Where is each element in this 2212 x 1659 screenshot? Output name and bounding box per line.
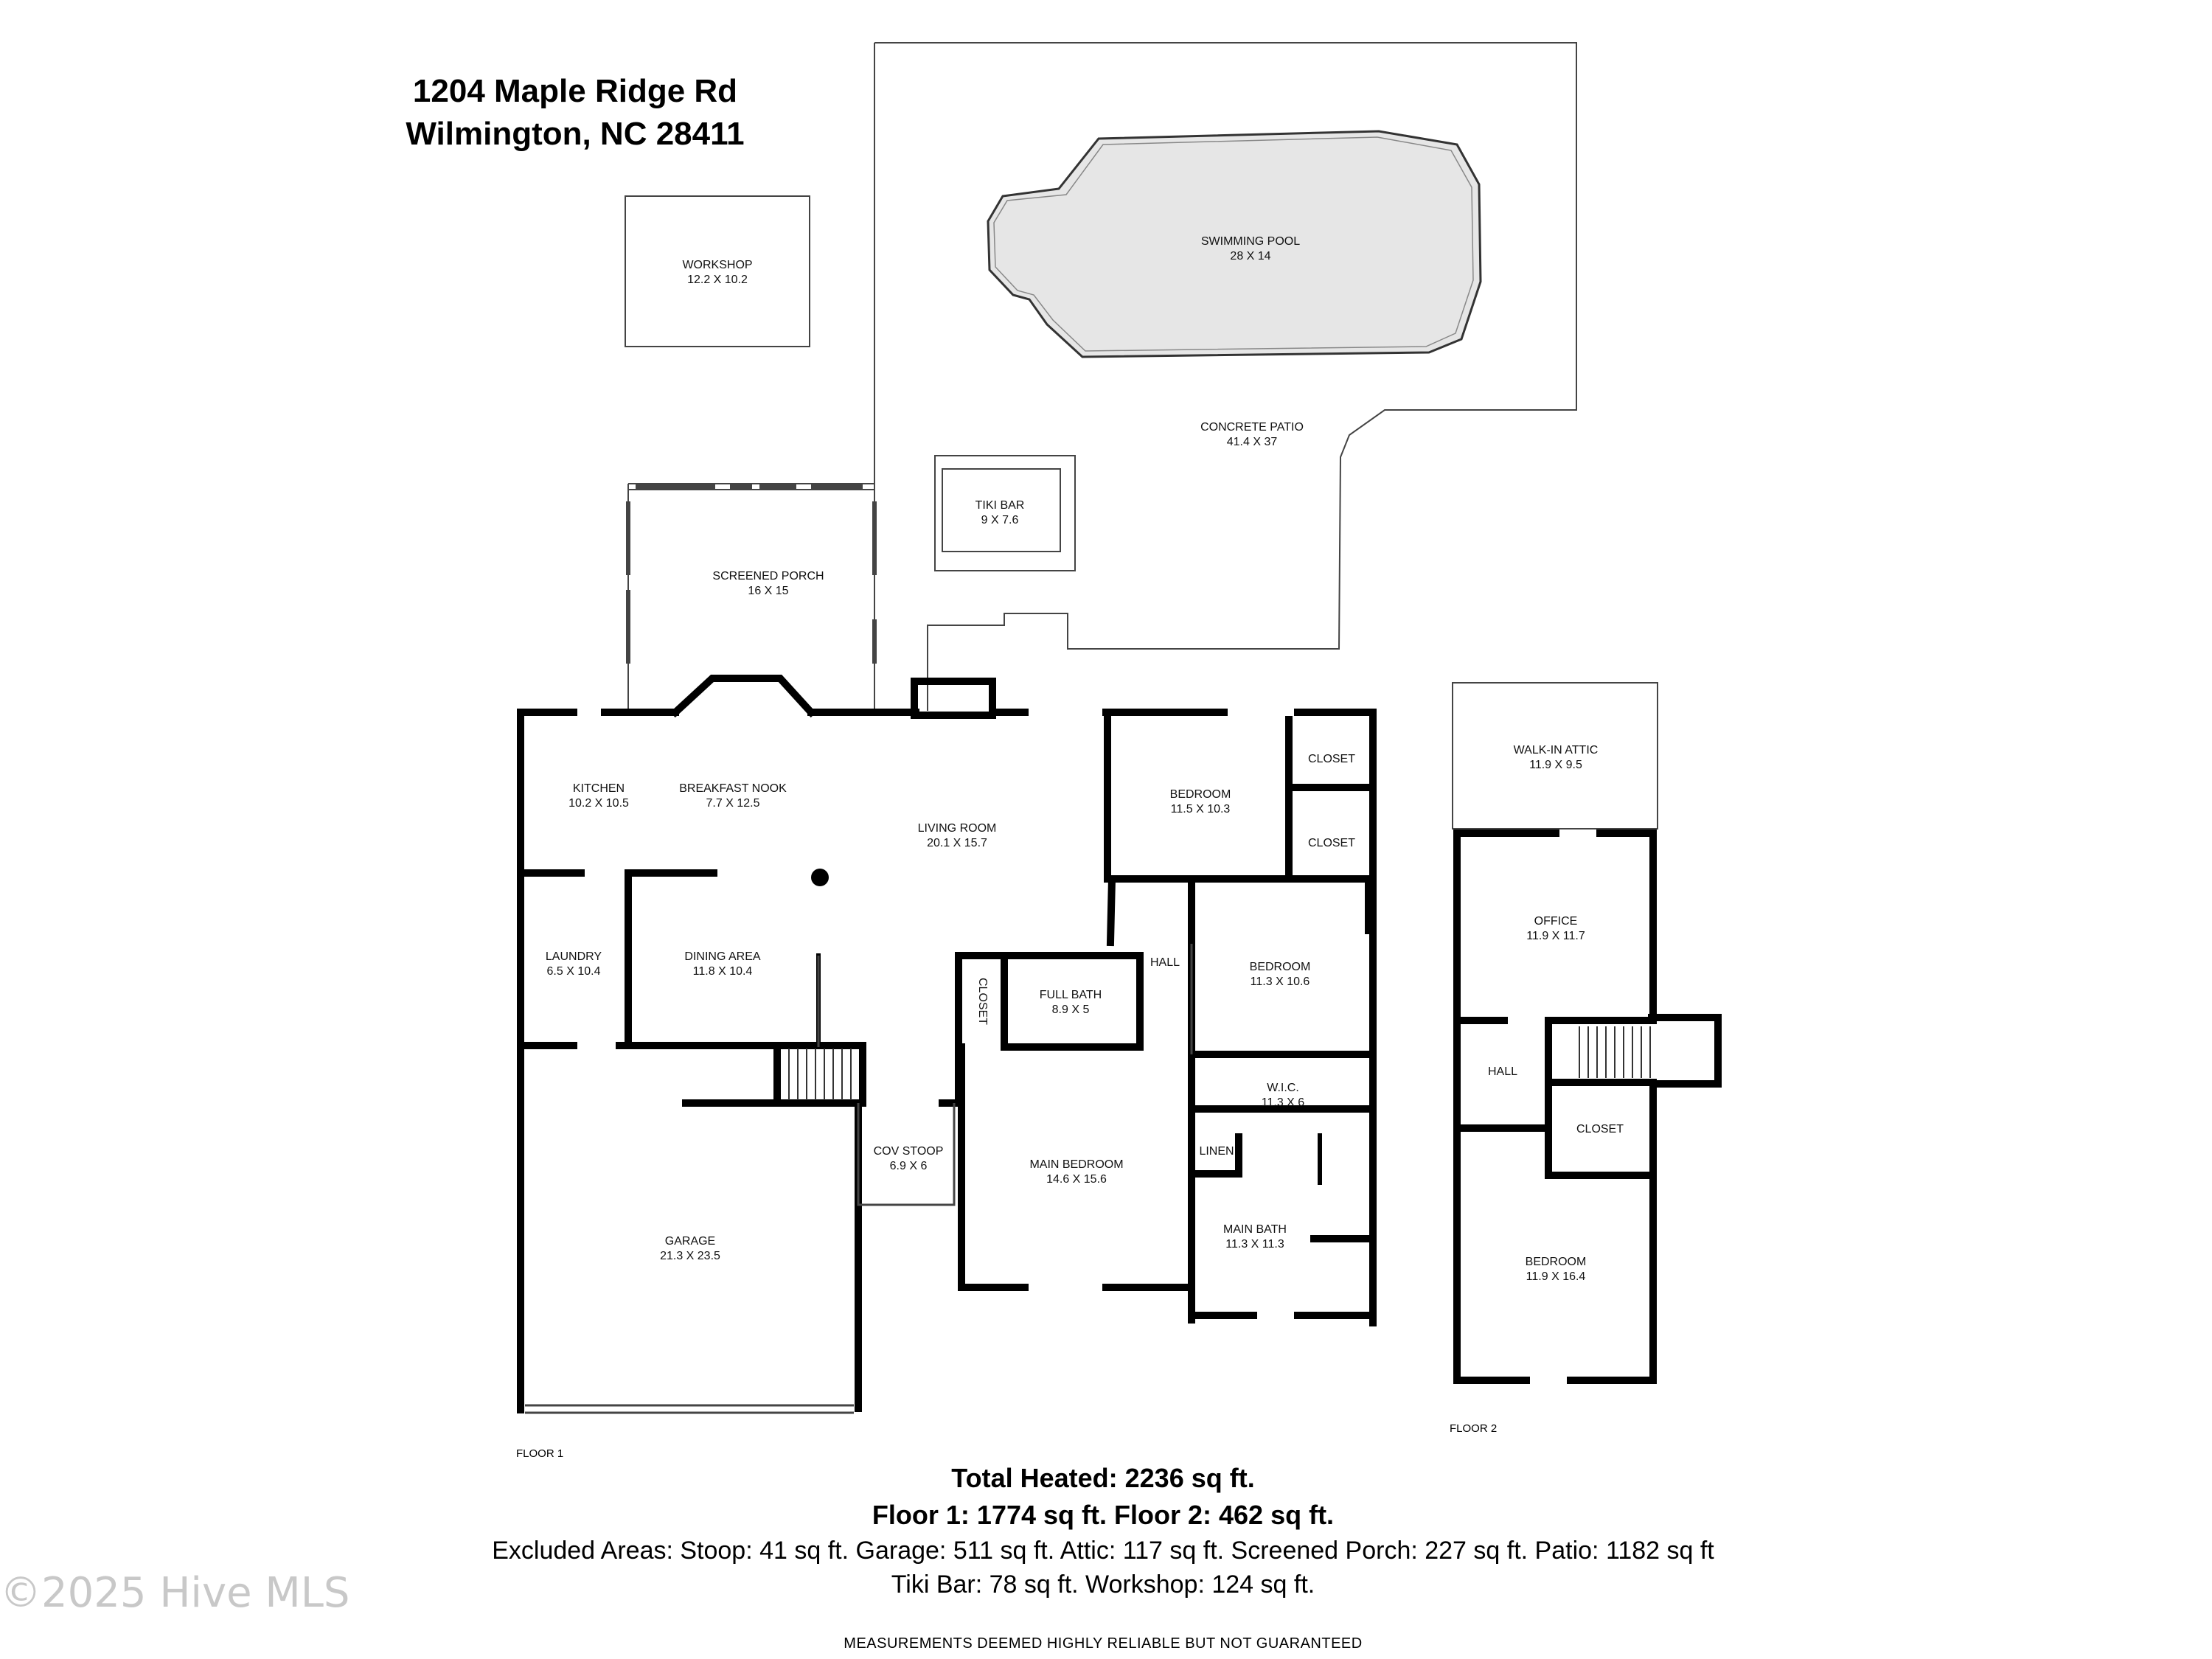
closet1-name: CLOSET	[1308, 753, 1355, 765]
floor-areas: Floor 1: 1774 sq ft. Floor 2: 462 sq ft.	[872, 1500, 1335, 1530]
copyright-watermark: ©2025 Hive MLS	[0, 1569, 350, 1617]
closet3-name: CLOSET	[976, 978, 989, 1025]
mainbath-name: MAIN BATH	[1223, 1223, 1287, 1236]
workshop-name: WORKSHOP	[682, 259, 752, 271]
fullbath-name: FULL BATH	[1040, 989, 1102, 1001]
workshop-outline	[625, 195, 810, 347]
linen-name: LINEN	[1199, 1145, 1234, 1158]
disclaimer: MEASUREMENTS DEEMED HIGHLY RELIABLE BUT …	[844, 1635, 1363, 1652]
bedroom3-dims: 11.9 X 16.4	[1526, 1270, 1586, 1283]
bedroom1-dims: 11.5 X 10.3	[1171, 803, 1231, 815]
support-column	[811, 869, 829, 886]
bedroom2-name: BEDROOM	[1250, 961, 1311, 973]
mainbed-name: MAIN BEDROOM	[1029, 1158, 1123, 1171]
dining-dims: 11.8 X 10.4	[693, 965, 753, 978]
garage-name: GARAGE	[665, 1235, 715, 1248]
pool-dims: 28 X 14	[1230, 250, 1270, 262]
pool-name: SWIMMING POOL	[1201, 235, 1300, 248]
dining-name: DINING AREA	[684, 950, 760, 963]
attic-name: WALK-IN ATTIC	[1514, 744, 1599, 757]
closet2-name: CLOSET	[1308, 837, 1355, 849]
wic-dims: 11.3 X 6	[1262, 1096, 1305, 1109]
fullbath-dims: 8.9 X 5	[1052, 1004, 1090, 1016]
living-name: LIVING ROOM	[918, 822, 997, 835]
mainbed-dims: 14.6 X 15.6	[1046, 1173, 1107, 1186]
bedroom3-name: BEDROOM	[1526, 1256, 1587, 1268]
attic-dims: 11.9 X 9.5	[1529, 759, 1582, 771]
address-line-2: Wilmington, NC 28411	[406, 116, 745, 152]
outdoor-outlines	[625, 42, 1577, 711]
stoop-name: COV STOOP	[874, 1145, 944, 1158]
workshop-dims: 12.2 X 10.2	[687, 274, 748, 286]
hall2-name: HALL	[1488, 1065, 1517, 1078]
pool-shape	[987, 130, 1482, 358]
tiki-dims: 9 X 7.6	[981, 514, 1019, 526]
nook-name: BREAKFAST NOOK	[679, 782, 787, 795]
hall1-name: HALL	[1150, 956, 1180, 969]
floor1-walls	[517, 675, 1377, 1413]
tiki-name: TIKI BAR	[975, 499, 1025, 512]
office-dims: 11.9 X 11.7	[1526, 930, 1585, 942]
room-labels: WORKSHOP 12.2 X 10.2 SWIMMING POOL 28 X …	[546, 235, 1624, 1283]
excluded-areas: Excluded Areas: Stoop: 41 sq ft. Garage:…	[492, 1537, 1714, 1565]
porch-dims: 16 X 15	[748, 585, 788, 597]
wic-name: W.I.C.	[1267, 1082, 1299, 1094]
excluded-areas-2: Tiki Bar: 78 sq ft. Workshop: 124 sq ft.	[891, 1571, 1315, 1599]
patio-name: CONCRETE PATIO	[1200, 421, 1304, 434]
floor1-stairs	[788, 1048, 852, 1100]
kitchen-name: KITCHEN	[573, 782, 625, 795]
total-heated: Total Heated: 2236 sq ft.	[951, 1463, 1255, 1493]
floor1-label: FLOOR 1	[516, 1447, 563, 1460]
kitchen-dims: 10.2 X 10.5	[568, 797, 629, 810]
laundry-name: LAUNDRY	[546, 950, 602, 963]
porch-screens	[626, 484, 877, 664]
floor2-stairs	[1579, 1026, 1651, 1078]
closet4-name: CLOSET	[1576, 1123, 1624, 1135]
floor1-thin-lines	[525, 944, 1193, 1414]
bedroom1-name: BEDROOM	[1170, 788, 1231, 801]
bedroom2-dims: 11.3 X 10.6	[1251, 975, 1310, 988]
mainbath-dims: 11.3 X 11.3	[1225, 1238, 1284, 1251]
office-name: OFFICE	[1534, 915, 1578, 928]
address-line-1: 1204 Maple Ridge Rd	[412, 73, 738, 109]
porch-name: SCREENED PORCH	[712, 570, 824, 582]
living-dims: 20.1 X 15.7	[927, 837, 987, 849]
tiki-bar-outline	[934, 455, 1076, 571]
floor2-attic-outline	[1452, 682, 1658, 830]
nook-dims: 7.7 X 12.5	[706, 797, 760, 810]
laundry-dims: 6.5 X 10.4	[547, 965, 601, 978]
stoop-dims: 6.9 X 6	[890, 1160, 928, 1172]
floor2-label: FLOOR 2	[1450, 1422, 1497, 1435]
garage-dims: 21.3 X 23.5	[660, 1250, 720, 1262]
floor2-walls	[1453, 830, 1722, 1384]
patio-dims: 41.4 X 37	[1227, 436, 1278, 448]
